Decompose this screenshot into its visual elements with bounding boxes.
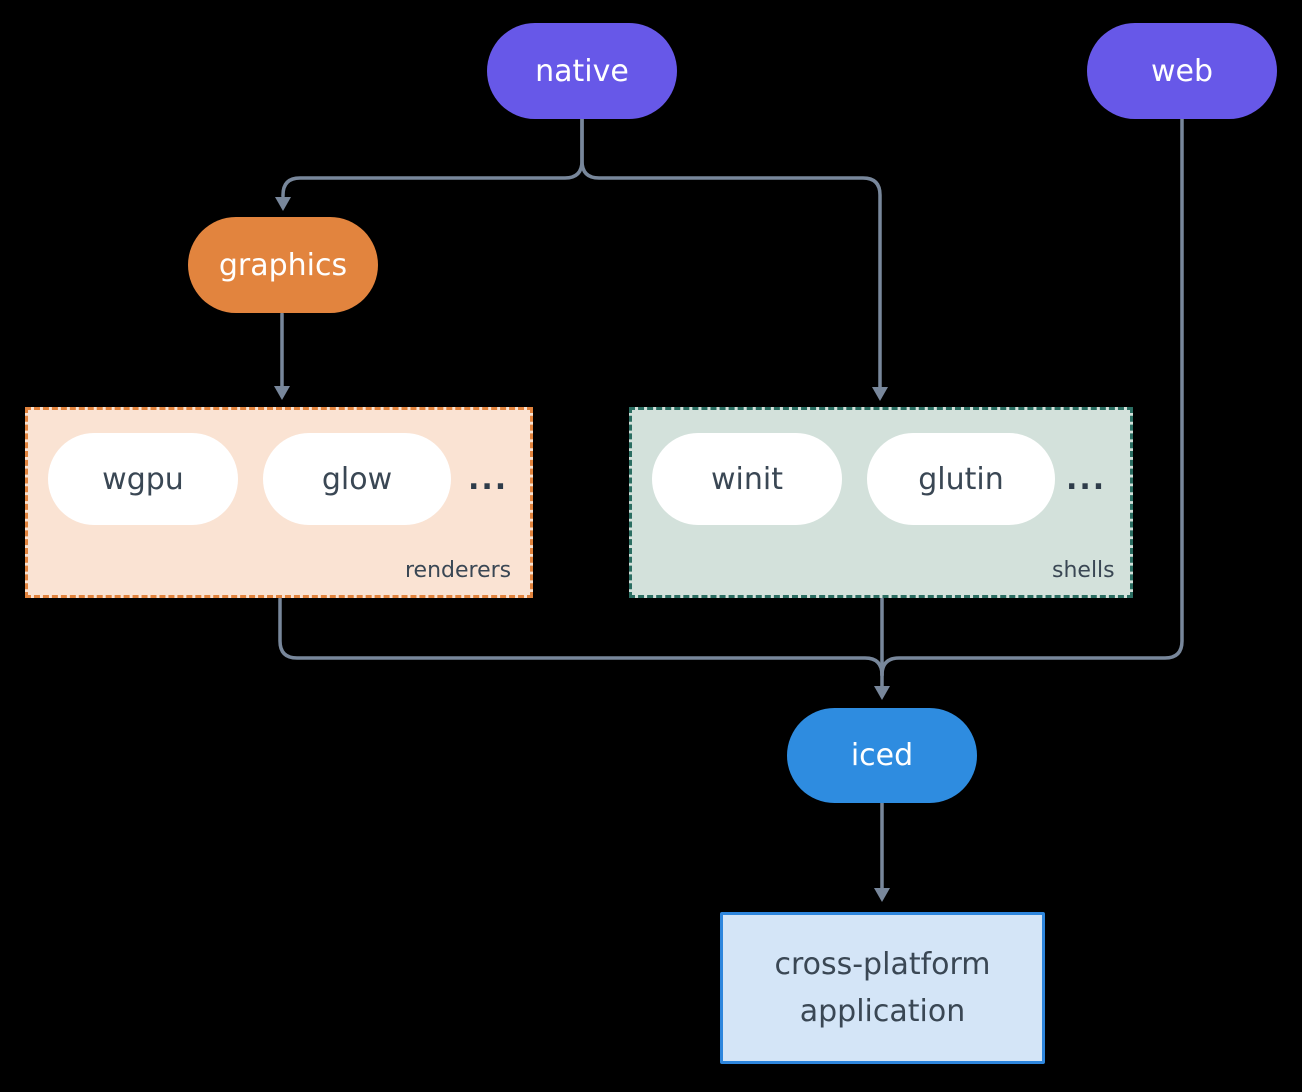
arrowhead-renderers — [274, 386, 290, 400]
node-graphics: graphics — [188, 217, 378, 313]
renderers-ellipsis: ... — [468, 462, 509, 497]
arrowhead-iced — [874, 686, 890, 700]
shells-group-label: shells — [1052, 558, 1115, 583]
node-glutin: glutin — [867, 433, 1055, 525]
arrowhead-graphics — [275, 197, 291, 211]
node-glow: glow — [263, 433, 451, 525]
edge-native-graphics — [281, 117, 584, 198]
edge-renderers-iced — [278, 597, 884, 677]
edge-web-iced — [880, 117, 1184, 677]
shells-ellipsis: ... — [1066, 462, 1107, 497]
arrowhead-shells — [872, 387, 888, 401]
node-cross-platform-application: cross-platform application — [720, 912, 1045, 1064]
application-label-line2: application — [799, 994, 966, 1029]
arrowhead-application — [874, 888, 890, 902]
node-web: web — [1087, 23, 1277, 119]
renderers-group-label: renderers — [405, 558, 512, 583]
node-native: native — [487, 23, 677, 119]
node-wgpu: wgpu — [48, 433, 238, 525]
node-iced: iced — [787, 708, 977, 803]
node-winit: winit — [652, 433, 842, 525]
application-label-line1: cross-platform — [774, 947, 991, 982]
edge-native-shells — [580, 117, 882, 389]
